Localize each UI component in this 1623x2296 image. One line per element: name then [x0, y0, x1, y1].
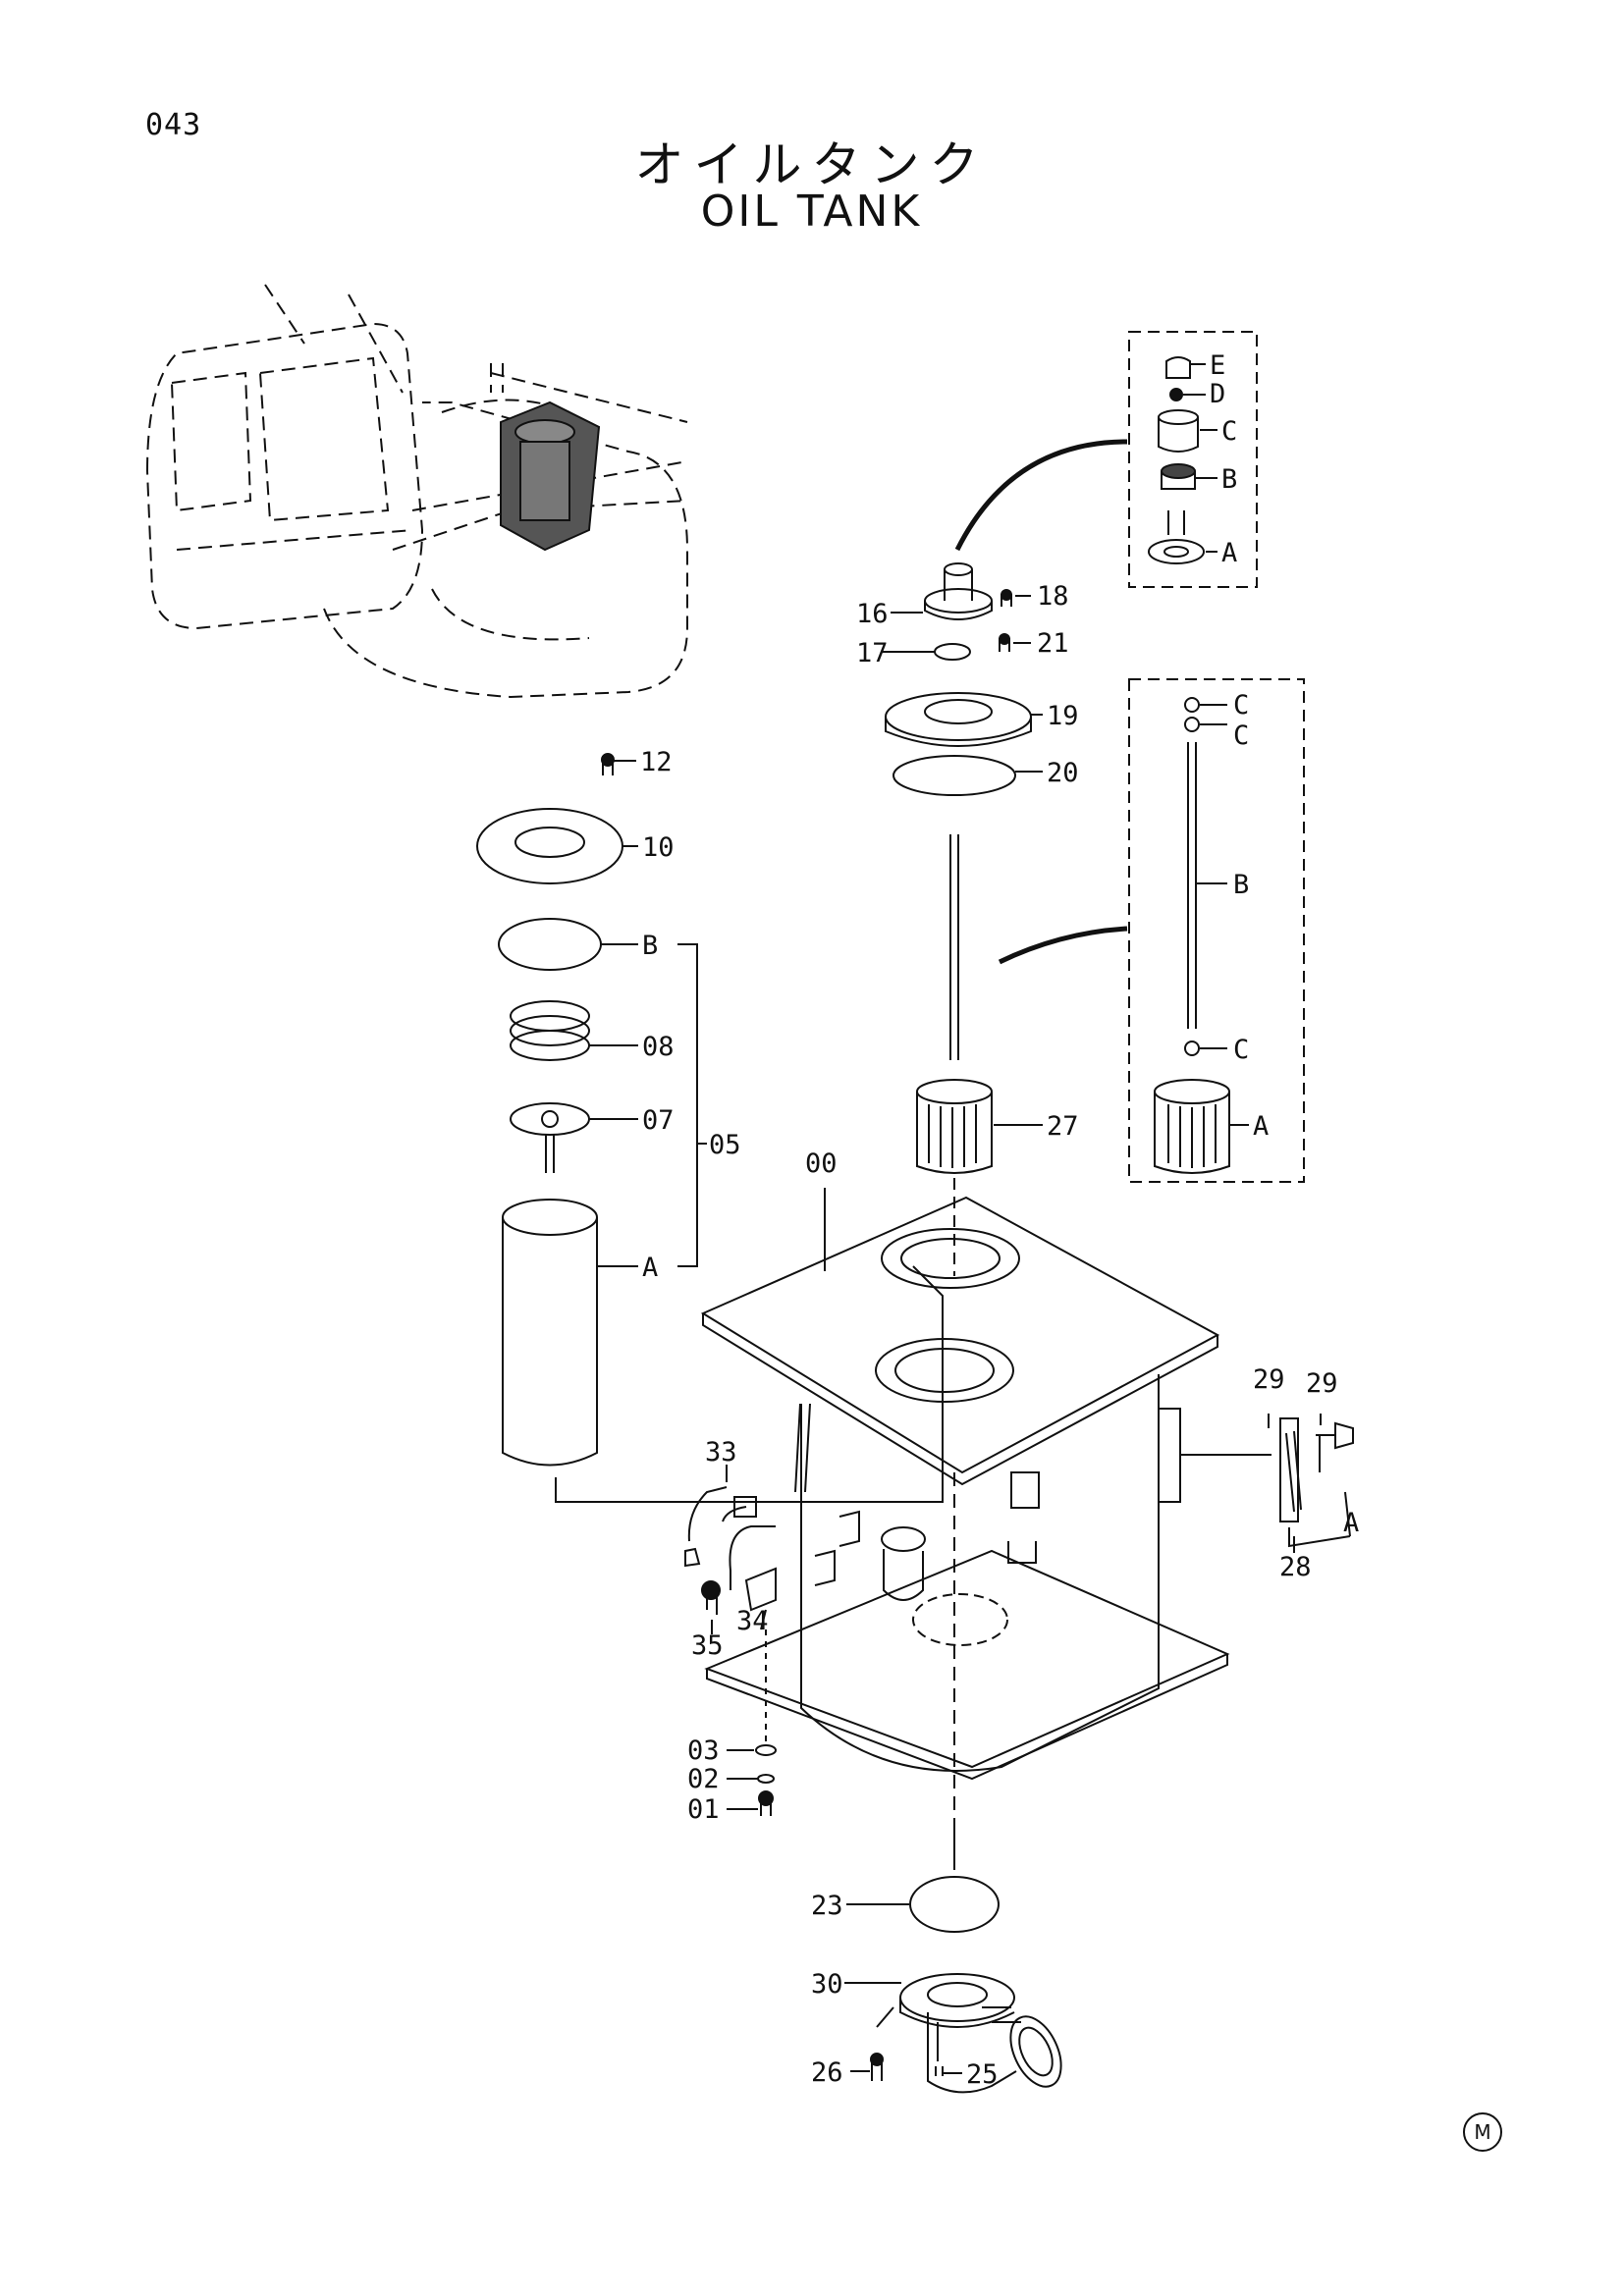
- inset2-label-C3: C: [1233, 1035, 1249, 1065]
- callout-10: 10: [642, 832, 675, 863]
- excavator-location-illustration: [145, 284, 688, 699]
- inset1-label-A: A: [1221, 538, 1237, 568]
- callout-28: 28: [1279, 1552, 1312, 1582]
- callout-A-left: A: [642, 1253, 658, 1283]
- return-filter-assembly: [476, 753, 944, 1503]
- callout-18: 18: [1037, 581, 1069, 612]
- callout-03: 03: [687, 1735, 720, 1766]
- inset2-label-C2: C: [1233, 721, 1249, 751]
- callout-20: 20: [1047, 758, 1079, 788]
- callout-labels: 16 18 17 21 19 20 27 12 10 B 08 07 05 A …: [640, 350, 1359, 2090]
- inset1-label-D: D: [1210, 379, 1225, 409]
- maker-mark-symbol: M: [1463, 2112, 1502, 2152]
- callout-30: 30: [811, 1969, 843, 2000]
- title-english: OIL TANK: [700, 187, 923, 237]
- center-filter-assembly: [881, 562, 1043, 1276]
- inset2-label-A: A: [1253, 1111, 1269, 1142]
- inset1-label-B: B: [1221, 464, 1237, 495]
- callout-01: 01: [687, 1794, 720, 1825]
- strainer-cap-inset: [954, 331, 1258, 588]
- callout-A-right: A: [1343, 1508, 1359, 1538]
- callout-17: 17: [856, 638, 889, 668]
- callout-29-a: 29: [1253, 1364, 1285, 1395]
- callout-35: 35: [691, 1630, 724, 1661]
- leader-lines: [711, 1188, 1322, 1634]
- callout-16: 16: [856, 599, 889, 629]
- callout-29-b: 29: [1306, 1368, 1338, 1399]
- callout-23: 23: [811, 1891, 843, 1921]
- callout-27: 27: [1047, 1111, 1079, 1142]
- callout-26: 26: [811, 2057, 843, 2088]
- callout-B-left: B: [642, 931, 658, 961]
- title-japanese: オイルタンク: [634, 136, 989, 193]
- callout-19: 19: [1047, 701, 1079, 731]
- callout-07: 07: [642, 1105, 675, 1136]
- callout-21: 21: [1037, 628, 1069, 659]
- oil-tank-body: [684, 1196, 1354, 1826]
- filter-rod-inset: [998, 678, 1305, 1183]
- callout-02: 02: [687, 1764, 720, 1794]
- callout-33: 33: [705, 1437, 737, 1468]
- tank-location-highlight: [500, 400, 601, 552]
- inset2-label-C1: C: [1233, 690, 1249, 721]
- suction-assembly: [844, 1826, 1062, 2094]
- callout-34: 34: [736, 1606, 769, 1636]
- page-number: 043: [145, 108, 202, 142]
- inset1-label-C: C: [1221, 416, 1237, 447]
- inset2-label-B: B: [1233, 870, 1249, 900]
- callout-25: 25: [966, 2059, 999, 2090]
- callout-00: 00: [805, 1148, 838, 1179]
- callout-08: 08: [642, 1032, 675, 1062]
- inset1-label-E: E: [1210, 350, 1225, 381]
- callout-05: 05: [709, 1130, 741, 1160]
- callout-12: 12: [640, 747, 673, 777]
